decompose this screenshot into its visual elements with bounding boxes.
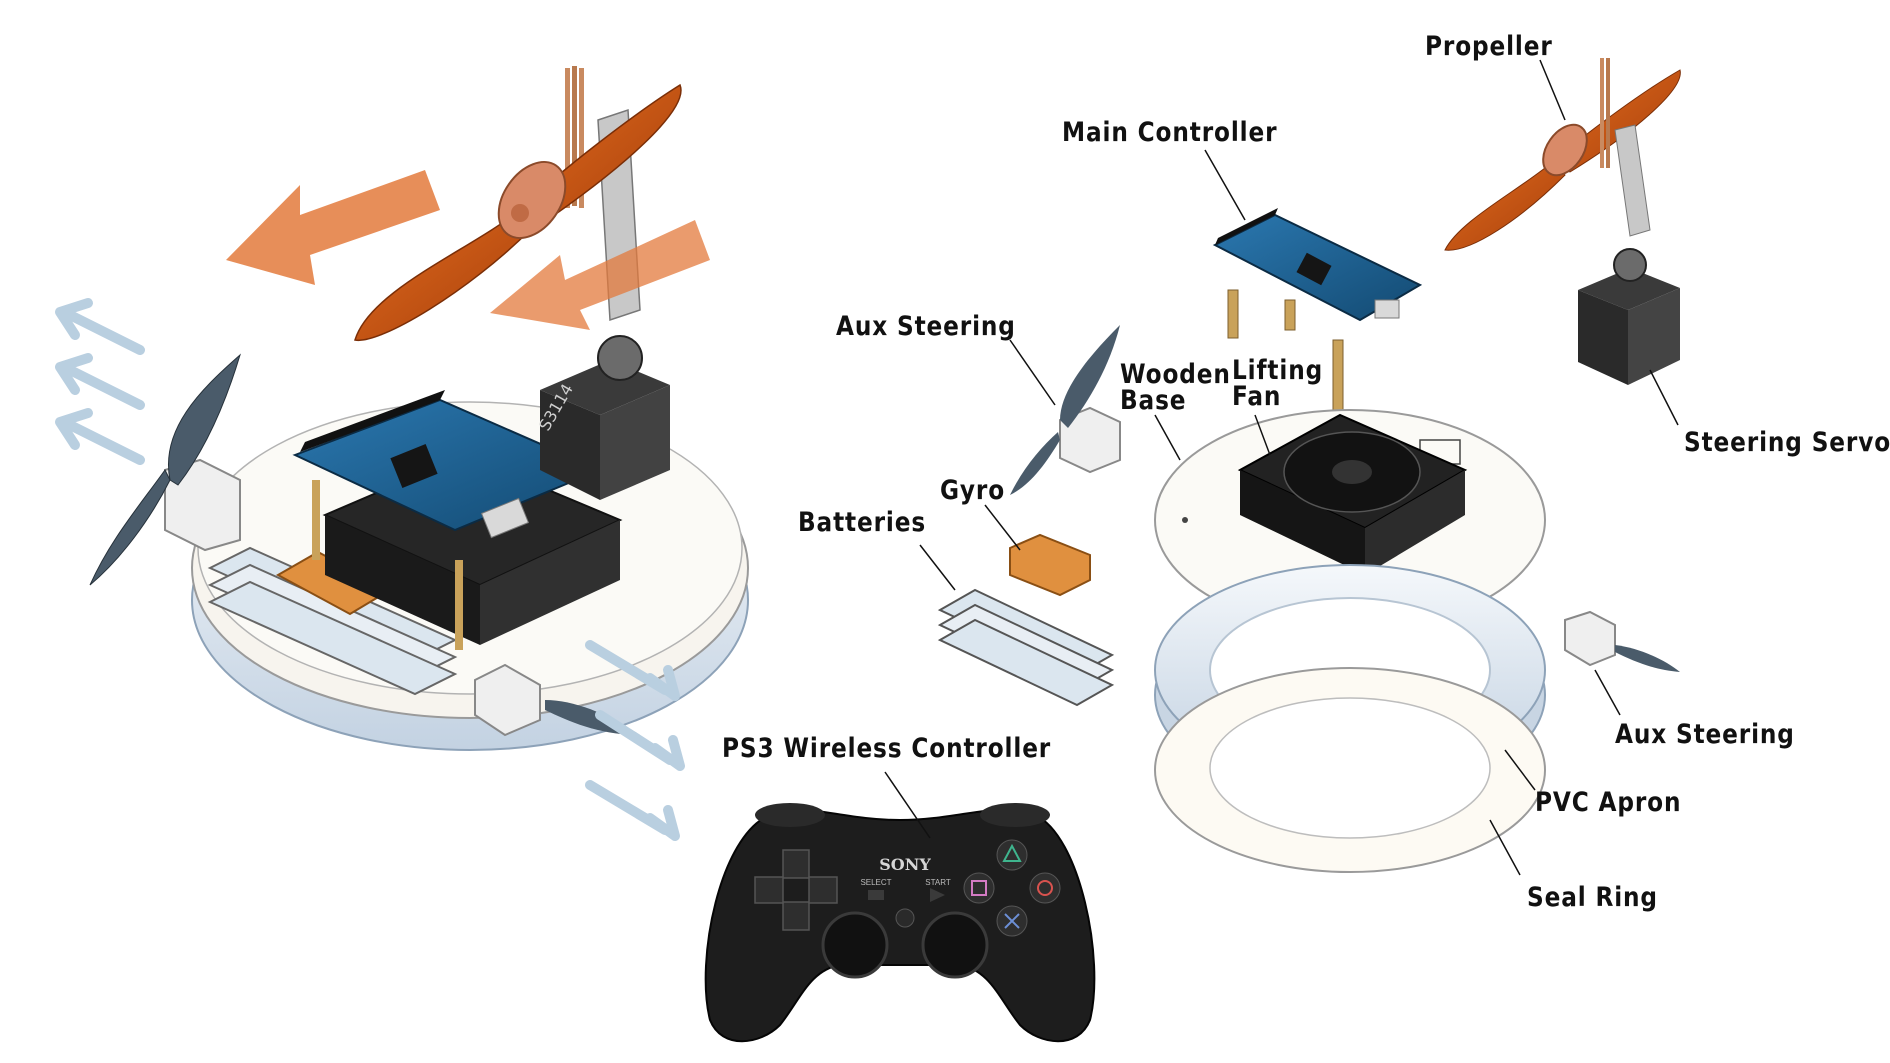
assembled-servo	[540, 360, 670, 415]
label-ps3-controller: PS3 Wireless Controller	[722, 733, 1052, 764]
label-pvc-apron: PVC Apron	[1535, 787, 1682, 818]
exploded-propeller	[1444, 69, 1681, 251]
controller-select-label: SELECT	[860, 878, 891, 887]
exploded-mast	[1614, 124, 1651, 237]
callout-leader-lines	[884, 59, 1679, 876]
label-batteries: Batteries	[798, 507, 927, 538]
ps3-controller: SONY SELECT START	[704, 803, 1096, 1043]
exploded-batteries	[937, 588, 1115, 707]
label-lifting-fan: Lifting Fan	[1232, 355, 1324, 412]
air-flow-arrows-right	[585, 640, 685, 841]
label-main-controller: Main Controller	[1062, 117, 1278, 148]
exploded-aux-steering-top	[1010, 325, 1121, 495]
air-flow-arrows-left	[55, 298, 145, 465]
exploded-main-controller	[1212, 208, 1423, 322]
assembled-propeller	[354, 83, 682, 341]
exploded-seal-ring	[1154, 667, 1546, 873]
label-aux-steering-bottom: Aux Steering	[1615, 719, 1795, 750]
controller-start-label: START	[925, 878, 951, 887]
thrust-arrow-2	[490, 220, 710, 330]
exploded-aux-steering-bottom	[1564, 610, 1680, 672]
exploded-lifting-fan	[1237, 413, 1468, 575]
label-wooden-base: Wooden Base	[1120, 359, 1231, 416]
exploded-view	[884, 58, 1681, 876]
label-seal-ring: Seal Ring	[1527, 882, 1658, 913]
exploded-gyro	[1009, 533, 1091, 597]
assembled-hovercraft: S3114	[55, 66, 749, 841]
thrust-arrow-1	[226, 170, 440, 285]
label-steering-servo: Steering Servo	[1684, 427, 1890, 458]
label-propeller: Propeller	[1425, 31, 1553, 62]
assembled-aux-steering-left	[89, 353, 241, 586]
label-aux-steering-top: Aux Steering	[836, 311, 1016, 342]
label-gyro: Gyro	[940, 475, 1006, 506]
dpad	[754, 849, 838, 931]
exploded-steering-servo	[1578, 248, 1680, 385]
controller-brand: SONY	[879, 855, 931, 874]
